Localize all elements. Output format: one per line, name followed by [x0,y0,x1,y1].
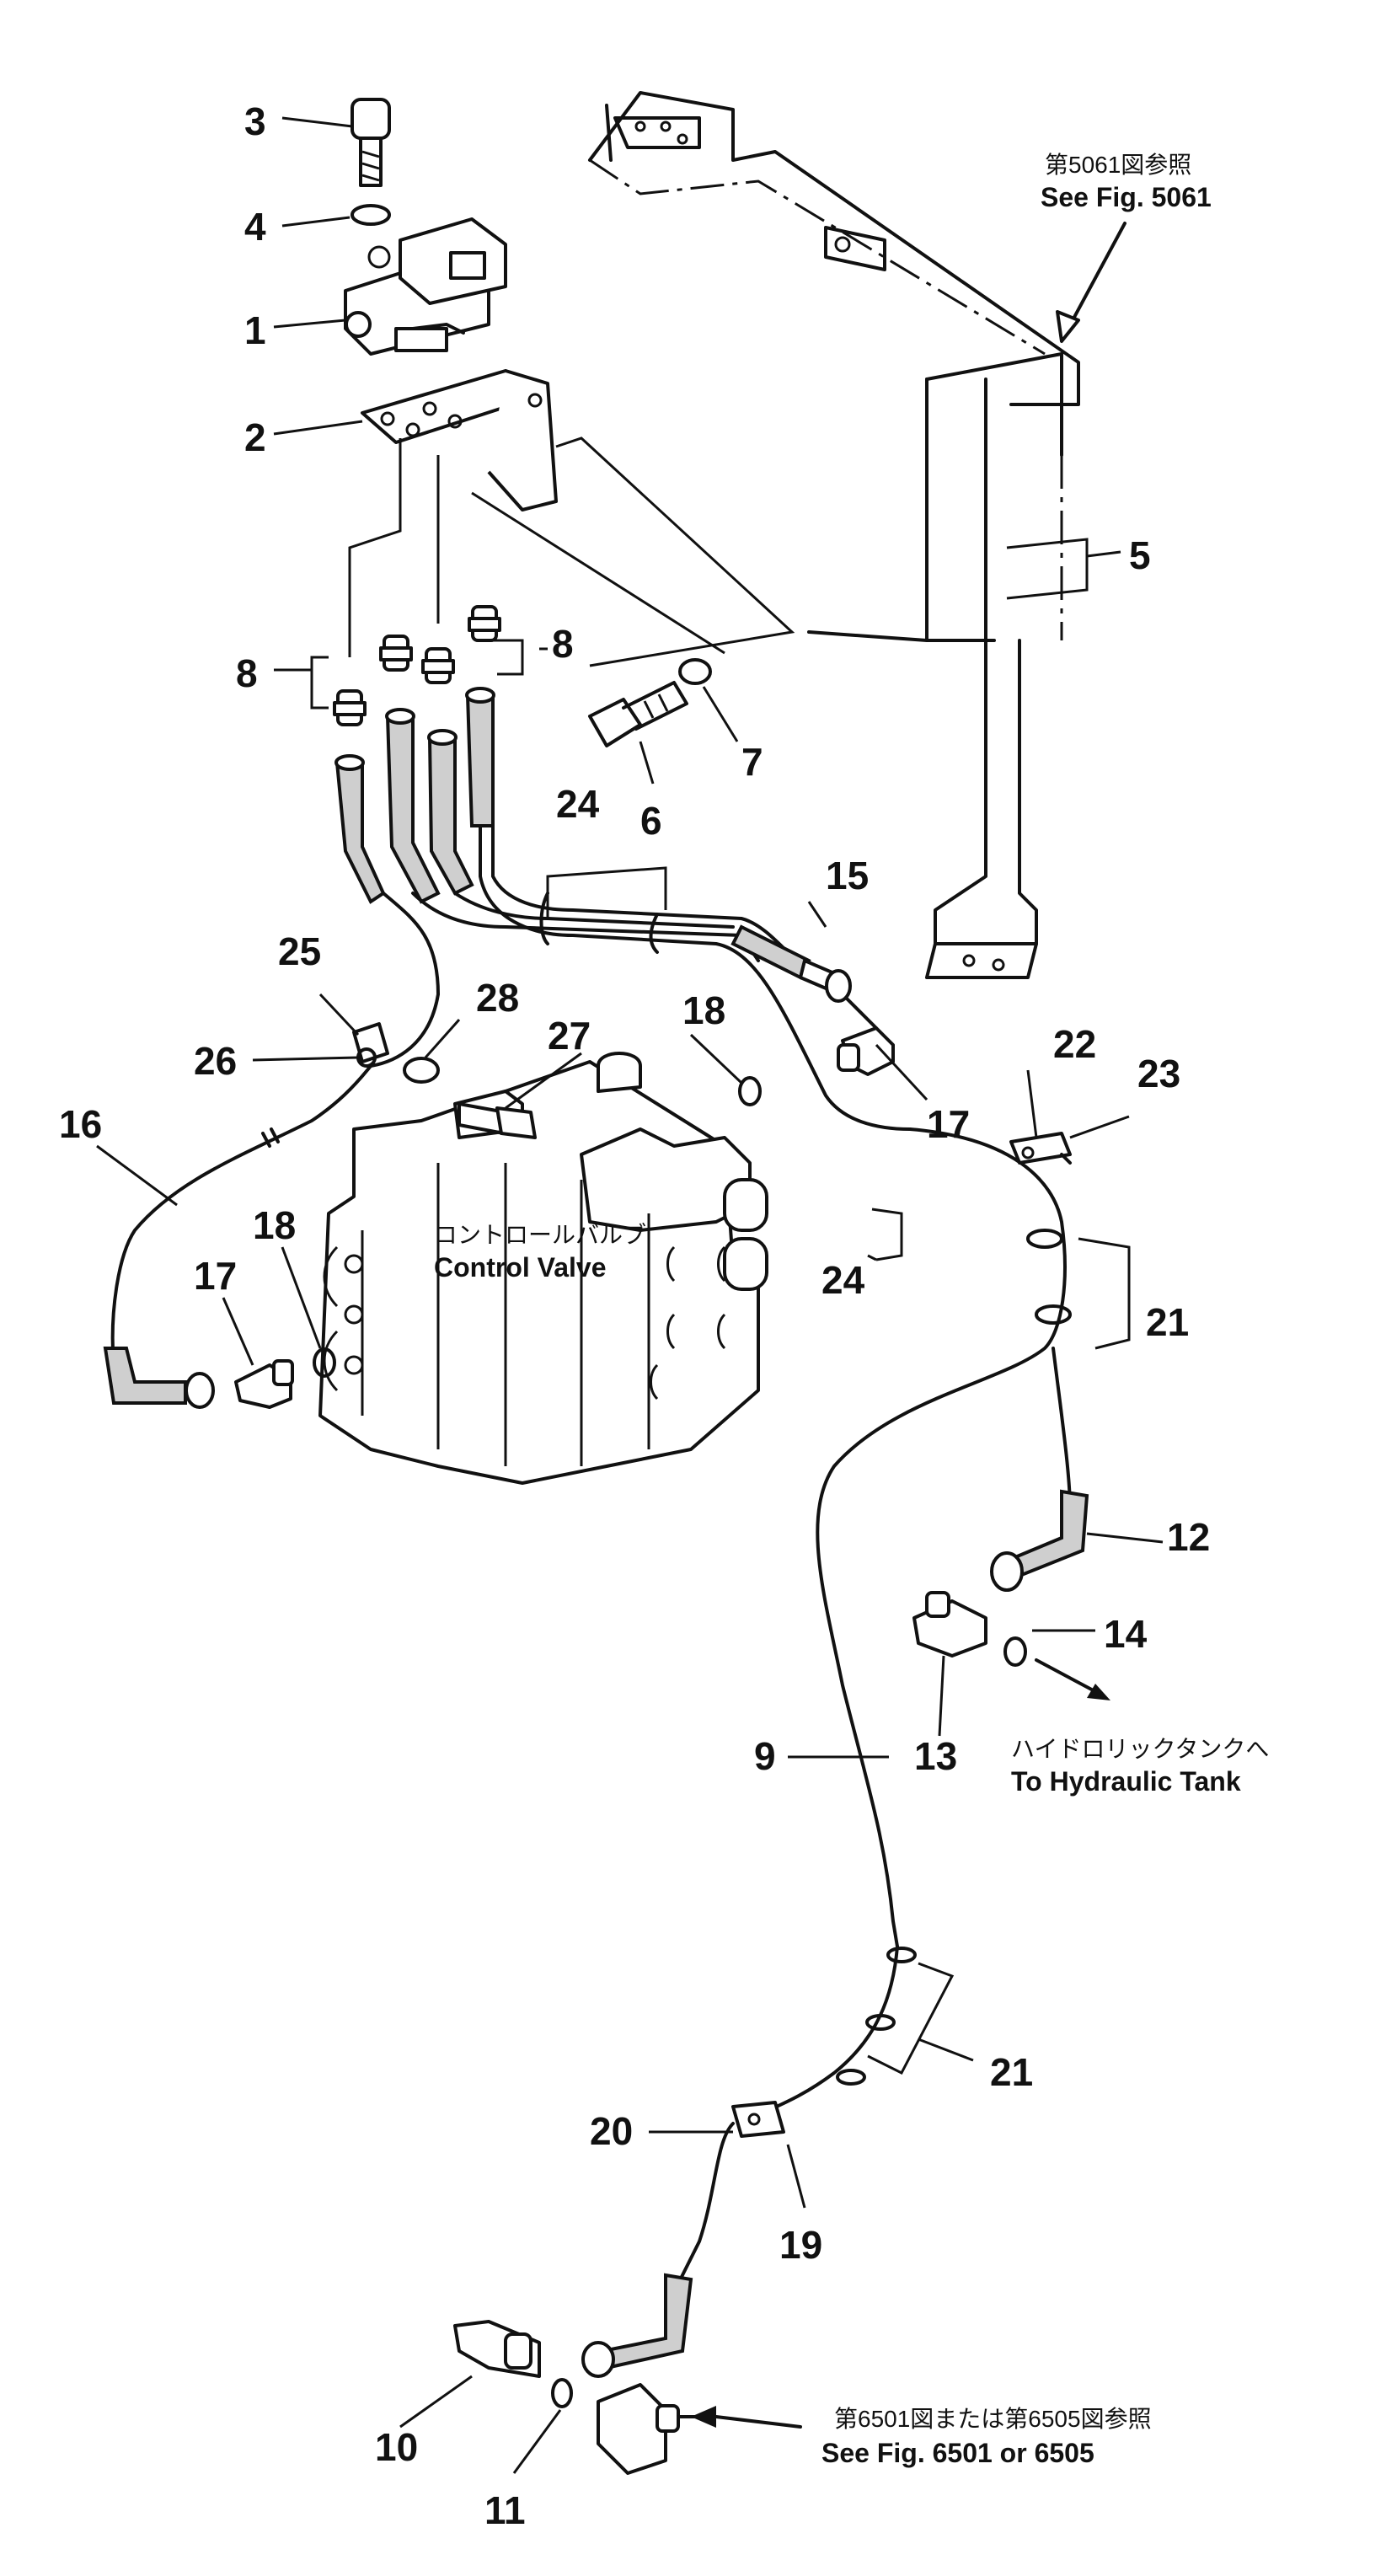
callout-11: 11 [484,2488,526,2532]
callout-17-lower: 17 [194,1254,237,1298]
callout-6: 6 [640,799,662,843]
hose-fitting-part-15 [730,924,852,1003]
elbow-fittings-part-8 [333,605,501,726]
washer-part-4 [351,204,391,226]
callout-25: 25 [278,929,321,973]
hydraulic-tank-note-en: To Hydraulic Tank [1011,1766,1241,1797]
fig-5061-note-en: See Fig. 5061 [1041,182,1212,212]
hose-group-part-24 [334,687,912,1131]
callout-20: 20 [590,2109,633,2153]
callout-5: 5 [1129,533,1151,577]
callout-8-right: 8 [552,622,574,666]
frame-bracket [588,91,1080,979]
callout-18-upper: 18 [682,988,725,1032]
group-brackets [310,538,1131,2075]
clamp-part-22-23 [1009,1132,1072,1165]
callout-22: 22 [1053,1022,1096,1066]
adaptor-part-17-upper [837,1026,895,1076]
notes: 第5061図参照 See Fig. 5061 コントロールバルブ Control… [434,152,1269,2468]
callout-19: 19 [779,2223,822,2267]
clamp-part-25-26 [352,1022,389,1068]
adaptor-part-17-left [234,1359,294,1409]
o-ring-part-18-upper [738,1076,762,1106]
fig-6501-note-en: See Fig. 6501 or 6505 [821,2438,1094,2468]
callout-3: 3 [244,99,266,143]
callout-17-upper: 17 [927,1102,970,1146]
hose-part-16 [110,1064,372,1367]
callout-9: 9 [754,1734,776,1778]
callout-10: 10 [375,2425,418,2469]
callout-26: 26 [194,1039,237,1083]
valve-fig-6501 [597,2383,802,2475]
callout-1: 1 [244,308,266,352]
callout-21-lower: 21 [990,2050,1033,2094]
bolt-part-27 [458,1102,537,1139]
clamps-part-21-lower [836,1947,917,2086]
callout-21-upper: 21 [1146,1300,1189,1344]
callout-numbers: 3 4 1 2 8 8 5 7 6 24 15 25 28 27 18 26 1… [59,99,1210,2532]
callout-15: 15 [826,854,869,897]
mounting-plate-part-2 [361,369,558,511]
callout-18-lower: 18 [253,1203,296,1247]
callout-24-lower: 24 [821,1258,865,1302]
solenoid-valve-part-1 [344,217,507,356]
callout-12: 12 [1167,1515,1210,1559]
bolt-part-3 [351,98,391,187]
fig-6501-note-jp: 第6501図または第6505図参照 [834,2406,1152,2432]
callout-16: 16 [59,1102,102,1146]
callout-28: 28 [476,976,519,1020]
callout-7: 7 [741,740,763,784]
callout-2: 2 [244,415,266,459]
o-ring-part-11 [551,2378,573,2408]
washer-part-28 [403,1057,440,1084]
callout-14: 14 [1104,1612,1148,1656]
control-valve-label-en: Control Valve [434,1252,607,1283]
leader-lines [96,116,1164,2474]
callout-4: 4 [244,205,266,249]
callout-13: 13 [914,1734,957,1778]
control-valve [318,1052,768,1485]
callout-24-upper: 24 [556,782,600,826]
callout-23: 23 [1137,1052,1180,1095]
clamps-part-21-right [1026,1229,1072,1325]
adaptor-part-13 [912,1591,987,1658]
hose-part-9 [816,1127,1072,1948]
hydraulic-tank-arrow [1035,1658,1110,1700]
callout-27: 27 [548,1014,591,1058]
bolt-part-6 [588,681,688,747]
hydraulic-tank-note-jp: ハイドロリックタンクへ [1011,1736,1269,1762]
fig-5061-arrow [1056,222,1126,343]
clamp-part-19-20 [731,2101,785,2138]
o-ring-part-18-left [313,1347,336,1378]
o-ring-part-14 [1003,1636,1027,1667]
adaptor-part-10 [453,2320,541,2378]
callout-8-left: 8 [236,651,258,695]
washer-part-7 [678,658,712,685]
fig-5061-note-jp: 第5061図参照 [1045,152,1191,178]
hose-fitting-lower [581,2273,693,2378]
mounting-lines [348,436,795,667]
hose-fitting-part-12 [990,1489,1089,1592]
hose-fitting-part-16-end [103,1347,215,1409]
control-valve-label-jp: コントロールバルブ [434,1222,646,1248]
